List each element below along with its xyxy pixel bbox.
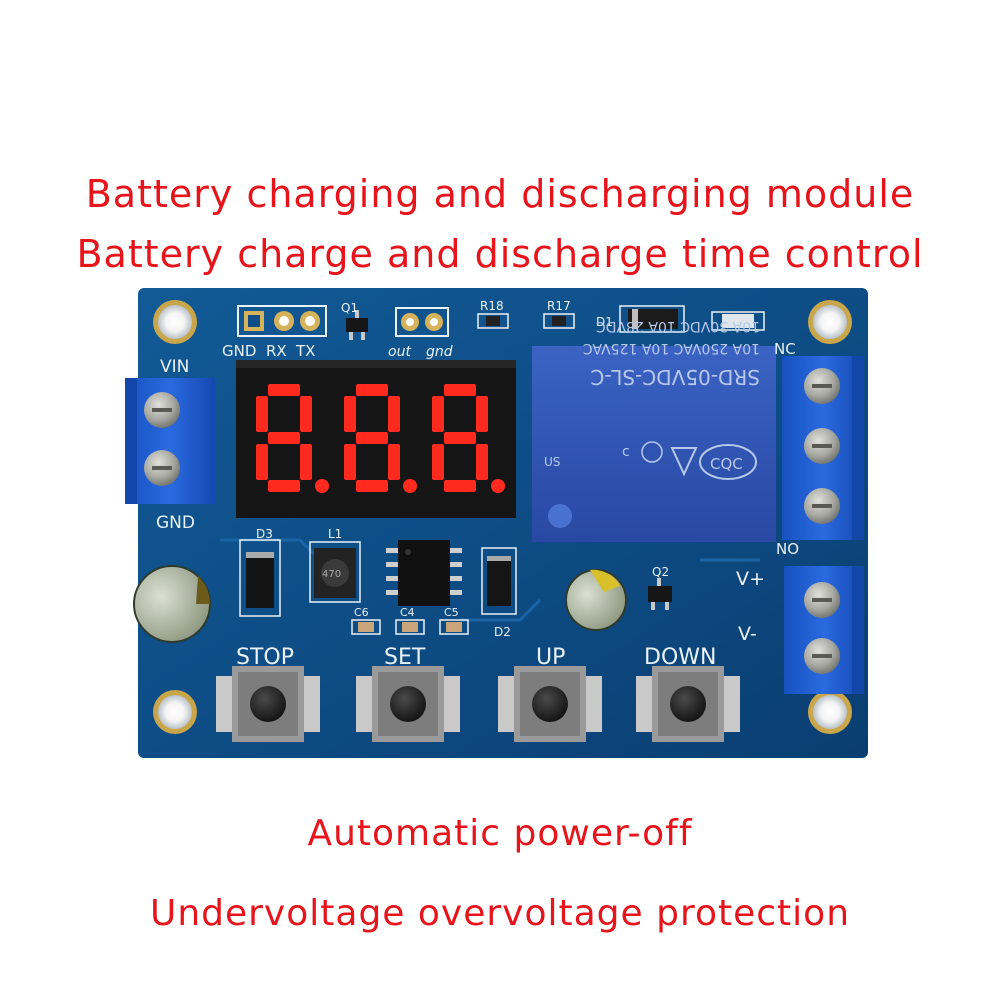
display-decimal-point	[491, 479, 505, 493]
smd-capacitors: C6 C4 C5	[351, 606, 469, 635]
transistor-q1: Q1	[341, 301, 368, 340]
display-digit	[432, 384, 505, 493]
label-r18: R18	[480, 299, 504, 313]
display-segment	[444, 432, 476, 444]
capacitor-right	[565, 569, 627, 631]
label-header-gnd: GND	[222, 342, 256, 360]
label-vin: VIN	[160, 357, 189, 377]
display-segment	[432, 444, 444, 480]
label-gnd: GND	[156, 513, 195, 533]
display-segment	[356, 480, 388, 492]
label-set: SET	[384, 645, 426, 670]
label-up: UP	[536, 645, 565, 670]
caption-feature-protection: Undervoltage overvoltage protection	[149, 893, 851, 934]
relay: SRD-05VDC-SL-C 10A 250VAC 10A 125VAC 10A…	[532, 318, 776, 542]
relay-model: SRD-05VDC-SL-C	[590, 365, 760, 389]
label-d1: D1	[596, 315, 613, 329]
label-out: out	[388, 344, 411, 360]
label-q1: Q1	[341, 301, 358, 315]
label-down: DOWN	[644, 645, 716, 670]
vin-terminal-block: VIN GND	[125, 357, 215, 533]
label-no: NO	[776, 540, 799, 558]
label-c6: C6	[354, 606, 369, 619]
display-digit	[344, 384, 417, 493]
display-segment	[344, 396, 356, 432]
label-gnd-out: gnd	[426, 344, 453, 360]
display-segment	[476, 396, 488, 432]
display-segment	[444, 480, 476, 492]
mounting-holes	[153, 300, 852, 734]
resistors: R18 R17	[477, 299, 575, 329]
display-segment	[268, 480, 300, 492]
relay-us-mark: US	[544, 455, 560, 469]
relay-cert: CQC	[710, 455, 743, 473]
display-segment	[268, 384, 300, 396]
label-l1: L1	[328, 527, 342, 541]
inductor-l1: 470 L1	[309, 527, 361, 603]
display-segment	[432, 396, 444, 432]
display-segment	[268, 432, 300, 444]
display-segment	[256, 396, 268, 432]
button-up[interactable]: UP	[498, 645, 602, 742]
display-segment	[344, 444, 356, 480]
display-decimal-point	[315, 479, 329, 493]
relay-rating-ac: 10A 250VAC 10A 125VAC	[583, 340, 760, 356]
output-header: out gnd	[388, 307, 453, 360]
diode-d3: D3	[239, 527, 281, 617]
display-segment	[356, 384, 388, 396]
label-nc: NC	[774, 340, 796, 358]
display-decimal-point	[403, 479, 417, 493]
label-c4: C4	[400, 606, 415, 619]
display-segment	[256, 444, 268, 480]
label-d3: D3	[256, 527, 273, 541]
display-segment	[356, 432, 388, 444]
relay-rating-dc: 10A 30VDC 10A 28VDC	[596, 318, 760, 334]
display-segment	[388, 396, 400, 432]
caption-feature-poweroff: Automatic power-off	[307, 813, 693, 854]
display-segment	[300, 396, 312, 432]
diode-d2: D2	[481, 547, 517, 639]
ic-chip	[386, 540, 462, 606]
label-d2: D2	[494, 625, 511, 639]
display-segment	[444, 384, 476, 396]
relay-terminal-block: NC NO	[774, 340, 864, 558]
label-header-tx: TX	[295, 342, 315, 360]
button-down[interactable]: DOWN	[636, 645, 740, 742]
inductor-marking: 470	[322, 569, 341, 580]
display-digit	[256, 384, 329, 493]
transistor-q2: Q2	[648, 565, 672, 610]
label-c5: C5	[444, 606, 459, 619]
serial-header: GND RX TX	[222, 305, 327, 360]
display-segment	[300, 444, 312, 480]
capacitor-left	[133, 565, 211, 643]
display-segment	[476, 444, 488, 480]
relay-c-mark: c	[622, 444, 630, 460]
button-set[interactable]: SET	[356, 645, 460, 742]
button-stop[interactable]: STOP	[216, 645, 320, 742]
label-stop: STOP	[236, 645, 294, 670]
label-vplus: V+	[736, 568, 765, 590]
label-r17: R17	[547, 299, 571, 313]
label-q2: Q2	[652, 565, 669, 579]
display-segment	[388, 444, 400, 480]
seven-segment-display	[236, 360, 516, 518]
label-header-rx: RX	[266, 342, 287, 360]
caption-title: Battery charging and discharging module	[85, 172, 915, 216]
caption-subtitle: Battery charge and discharge time contro…	[76, 232, 924, 276]
output-terminal-block: V+ V-	[736, 566, 864, 694]
diode-d1: D1	[596, 305, 765, 333]
label-vminus: V-	[738, 623, 757, 645]
